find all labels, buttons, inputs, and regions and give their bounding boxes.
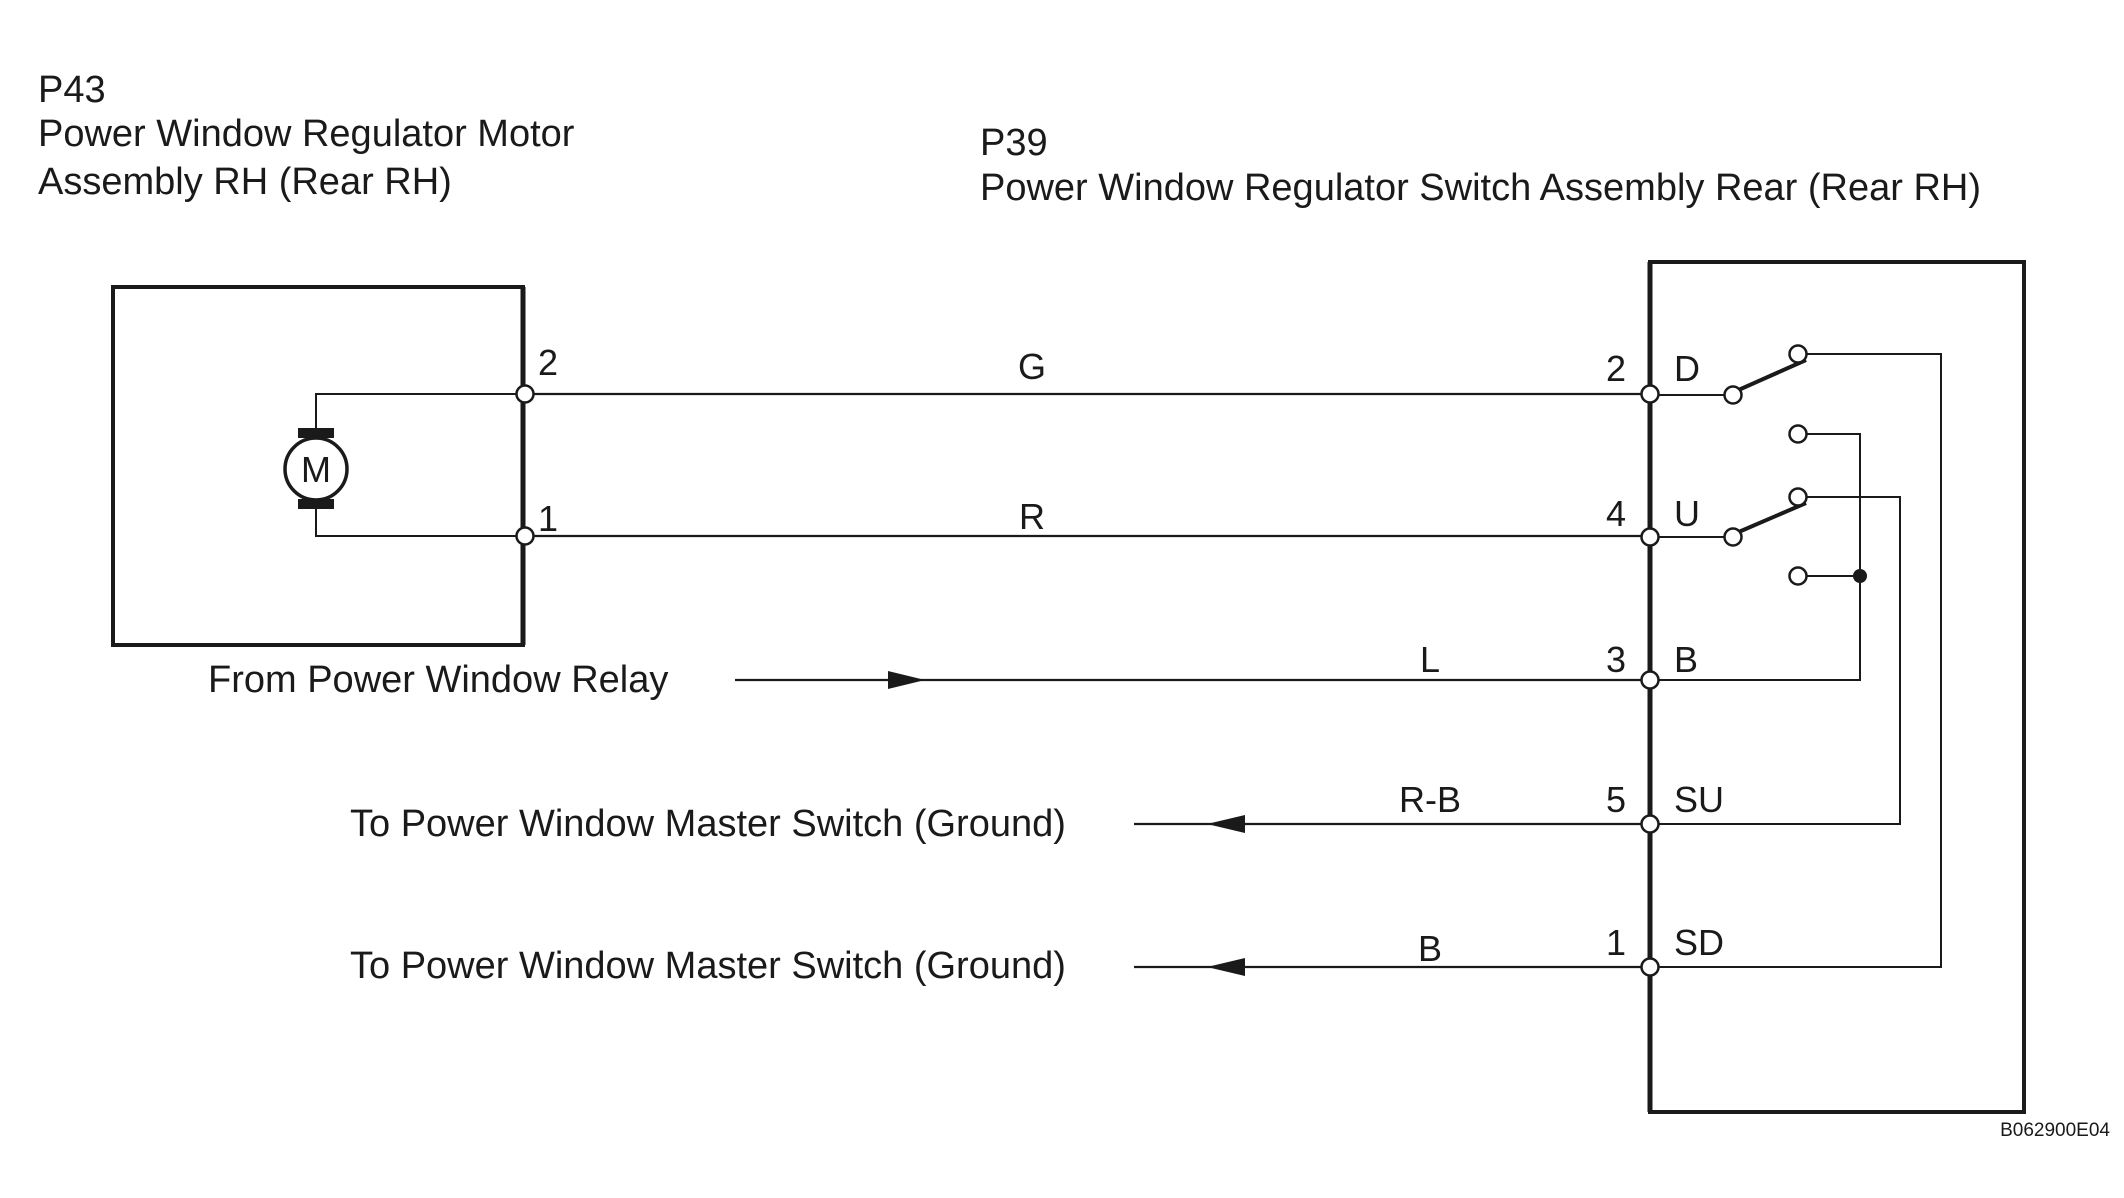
switch-junction-dot — [1853, 569, 1867, 583]
source-power-window-relay: From Power Window Relay — [208, 659, 668, 701]
switch-pin-number-sd: 1 — [1606, 922, 1626, 963]
motor-lead-lower — [315, 508, 525, 537]
switch-contacts — [1723, 344, 1808, 586]
switch-terminal-point-su — [1640, 814, 1660, 834]
switch-terminal-point-b — [1640, 670, 1660, 690]
wire-label-l: L — [1420, 639, 1440, 680]
switch-connector-code: P39 — [980, 122, 1048, 164]
motor-connector-code: P43 — [38, 69, 106, 111]
destination-master-switch-sd: To Power Window Master Switch (Ground) — [350, 945, 1066, 987]
motor-symbol-label: M — [301, 449, 331, 490]
motor-terminal-2 — [515, 384, 535, 404]
wire-label-r: R — [1019, 496, 1045, 537]
motor-lead-upper — [315, 393, 525, 430]
switch-internal-wiring — [1650, 353, 1942, 968]
wire-label-r-b: R-B — [1399, 779, 1461, 820]
wire-arrows — [888, 671, 1245, 976]
switch-terminal-point-d — [1640, 384, 1660, 404]
arrow-left-icon — [1207, 958, 1245, 976]
motor-connector-name-line2: Assembly RH (Rear RH) — [38, 161, 452, 203]
switch-pin-number-d: 2 — [1606, 348, 1626, 389]
motor-assembly: M 2 1 — [111, 285, 558, 647]
switch-terminal-u: U — [1674, 493, 1700, 534]
figure-code: B062900E04 — [2000, 1120, 2110, 1141]
motor-icon: M — [283, 428, 349, 509]
wire-label-b: B — [1418, 928, 1442, 969]
external-wires — [525, 392, 1650, 969]
switch-assembly: 2 4 3 5 1 D U B SU SD — [1606, 260, 2026, 1114]
motor-pin-1: 1 — [538, 498, 558, 539]
switch-terminal-d: D — [1674, 348, 1700, 389]
switch-connector-name: Power Window Regulator Switch Assembly R… — [980, 167, 1981, 209]
switch-pin-number-u: 4 — [1606, 493, 1626, 534]
switch-pin-number-b: 3 — [1606, 639, 1626, 680]
terminal-points — [515, 384, 1660, 977]
arrow-left-icon — [1207, 815, 1245, 833]
destination-master-switch-su: To Power Window Master Switch (Ground) — [350, 803, 1066, 845]
switch-terminal-sd: SD — [1674, 922, 1724, 963]
motor-pin-2: 2 — [538, 342, 558, 383]
motor-connector-name-line1: Power Window Regulator Motor — [38, 113, 575, 155]
wire-label-g: G — [1018, 346, 1046, 387]
switch-terminal-point-u — [1640, 527, 1660, 547]
switch-terminal-point-sd — [1640, 957, 1660, 977]
switch-assembly-box — [1648, 260, 2026, 1114]
switch-terminal-b: B — [1674, 639, 1698, 680]
switch-terminal-su: SU — [1674, 779, 1724, 820]
motor-terminal-1 — [515, 526, 535, 546]
arrow-right-icon — [888, 671, 925, 689]
switch-pin-number-su: 5 — [1606, 779, 1626, 820]
